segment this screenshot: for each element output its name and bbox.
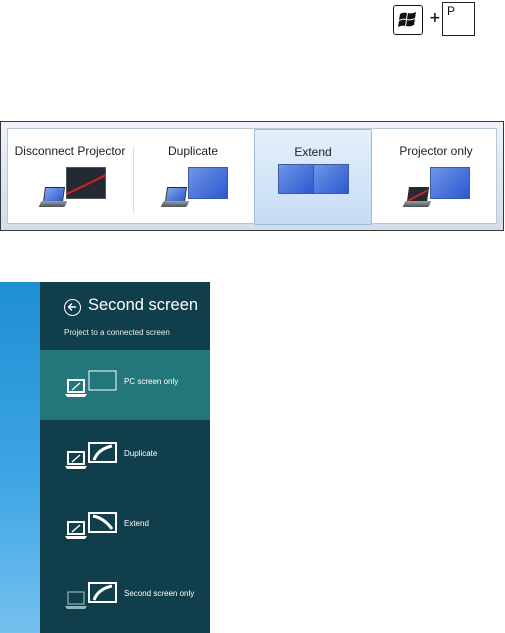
switcher-options: Disconnect Projector Duplicate Extend: [7, 128, 497, 224]
item-label: PC screen only: [124, 377, 178, 386]
option-label: Disconnect Projector: [8, 144, 132, 158]
computer-only-icon: [40, 167, 110, 209]
back-arrow-circle-icon[interactable]: [64, 299, 81, 316]
duplicate-display-icon: [162, 167, 232, 209]
option-label: Duplicate: [134, 144, 252, 158]
item-duplicate[interactable]: Duplicate: [40, 422, 210, 492]
option-disconnect-projector[interactable]: Disconnect Projector: [8, 129, 132, 225]
option-label: Projector only: [374, 144, 498, 158]
panel-subtitle: Project to a connected screen: [64, 328, 170, 337]
duplicate-icon: [64, 440, 120, 470]
windows-logo-icon: [397, 9, 419, 31]
item-label: Second screen only: [124, 589, 194, 598]
second-screen-only-icon: [64, 580, 120, 610]
extend-icon: [64, 510, 120, 540]
win7-projector-switcher: Disconnect Projector Duplicate Extend: [0, 121, 504, 231]
p-key: P: [442, 2, 475, 36]
plus-sign: +: [429, 10, 441, 26]
panel-header: Second screen Project to a connected scr…: [40, 282, 210, 350]
item-pc-screen-only[interactable]: PC screen only: [40, 350, 210, 420]
panel-title: Second screen: [88, 296, 198, 315]
pc-screen-only-icon: [64, 368, 120, 398]
item-label: Extend: [124, 519, 149, 528]
win8-second-screen-panel: Second screen Project to a connected scr…: [40, 282, 210, 633]
option-extend[interactable]: Extend: [254, 129, 372, 225]
keyboard-shortcut: + P: [383, 0, 493, 42]
start-screen-background: [0, 282, 40, 633]
item-extend[interactable]: Extend: [40, 492, 210, 562]
windows-key: [393, 5, 423, 35]
option-label: Extend: [255, 145, 371, 159]
option-duplicate[interactable]: Duplicate: [134, 129, 252, 225]
option-projector-only[interactable]: Projector only: [374, 129, 498, 225]
item-label: Duplicate: [124, 449, 157, 458]
extend-display-icon: [278, 164, 350, 198]
projector-only-icon: [404, 167, 474, 209]
item-second-screen-only[interactable]: Second screen only: [40, 562, 210, 632]
